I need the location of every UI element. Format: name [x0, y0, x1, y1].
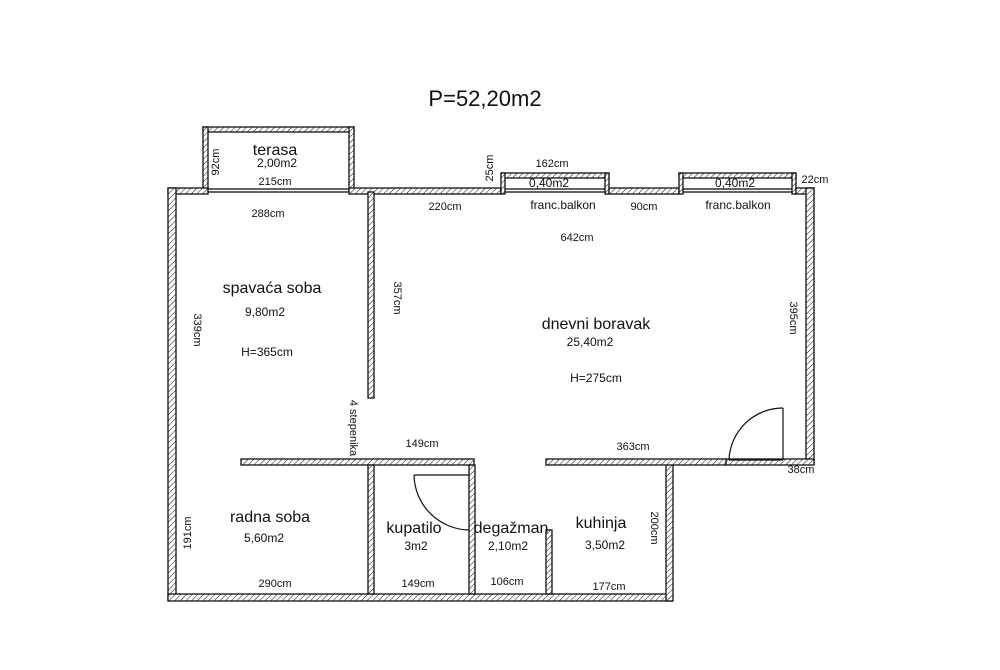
balkon2-name: franc.balkon	[705, 198, 770, 212]
interior-walls	[240, 191, 815, 595]
plan-title: P=52,20m2	[428, 86, 541, 111]
dnevni-name: dnevni boravak	[542, 316, 652, 333]
dim-162: 162cm	[535, 158, 568, 170]
exterior-walls	[167, 172, 815, 602]
dim-22: 22cm	[802, 174, 829, 186]
dim-357: 357cm	[391, 281, 403, 314]
dim-25: 25cm	[484, 155, 496, 182]
balkon1-name: franc.balkon	[530, 198, 595, 212]
kuhinja-area: 3,50m2	[585, 538, 625, 552]
dim-terasa-width: 215cm	[258, 176, 291, 188]
kuhinja-name: kuhinja	[576, 515, 627, 532]
spavaca-name: spavaća soba	[223, 280, 322, 297]
dim-363: 363cm	[616, 441, 649, 453]
stairs-label: 4 stepenika	[347, 400, 359, 457]
dim-339: 339cm	[191, 313, 203, 346]
dim-642: 642cm	[560, 232, 593, 244]
dnevni-height: H=275cm	[570, 371, 622, 385]
dim-38: 38cm	[788, 464, 815, 476]
door-kupatilo	[413, 474, 470, 531]
dim-149-bottom: 149cm	[401, 578, 434, 590]
balkon2-area: 0,40m2	[715, 176, 755, 190]
balkon1-area: 0,40m2	[529, 176, 569, 190]
kupatilo-name: kupatilo	[386, 520, 441, 537]
dim-terasa-depth: 92cm	[210, 149, 222, 176]
dim-spavaca-width: 288cm	[251, 208, 284, 220]
dim-191: 191cm	[182, 516, 194, 549]
dim-90: 90cm	[631, 201, 658, 213]
dim-290: 290cm	[258, 578, 291, 590]
kupatilo-area: 3m2	[404, 539, 428, 553]
door-entrance	[728, 407, 784, 461]
dim-200: 200cm	[648, 511, 660, 544]
terasa-area: 2,00m2	[257, 156, 297, 170]
radna-name: radna soba	[230, 509, 310, 526]
degazman-name: degažman	[474, 520, 549, 537]
degazman-area: 2,10m2	[488, 539, 528, 553]
radna-area: 5,60m2	[244, 531, 284, 545]
dim-220: 220cm	[428, 201, 461, 213]
dim-106: 106cm	[490, 576, 523, 588]
dim-395: 395cm	[787, 301, 799, 334]
dim-149-top: 149cm	[405, 438, 438, 450]
dim-177: 177cm	[592, 581, 625, 593]
spavaca-height: H=365cm	[241, 345, 293, 359]
terasa-name: terasa	[253, 142, 298, 159]
dnevni-area: 25,40m2	[567, 335, 614, 349]
spavaca-area: 9,80m2	[245, 305, 285, 319]
